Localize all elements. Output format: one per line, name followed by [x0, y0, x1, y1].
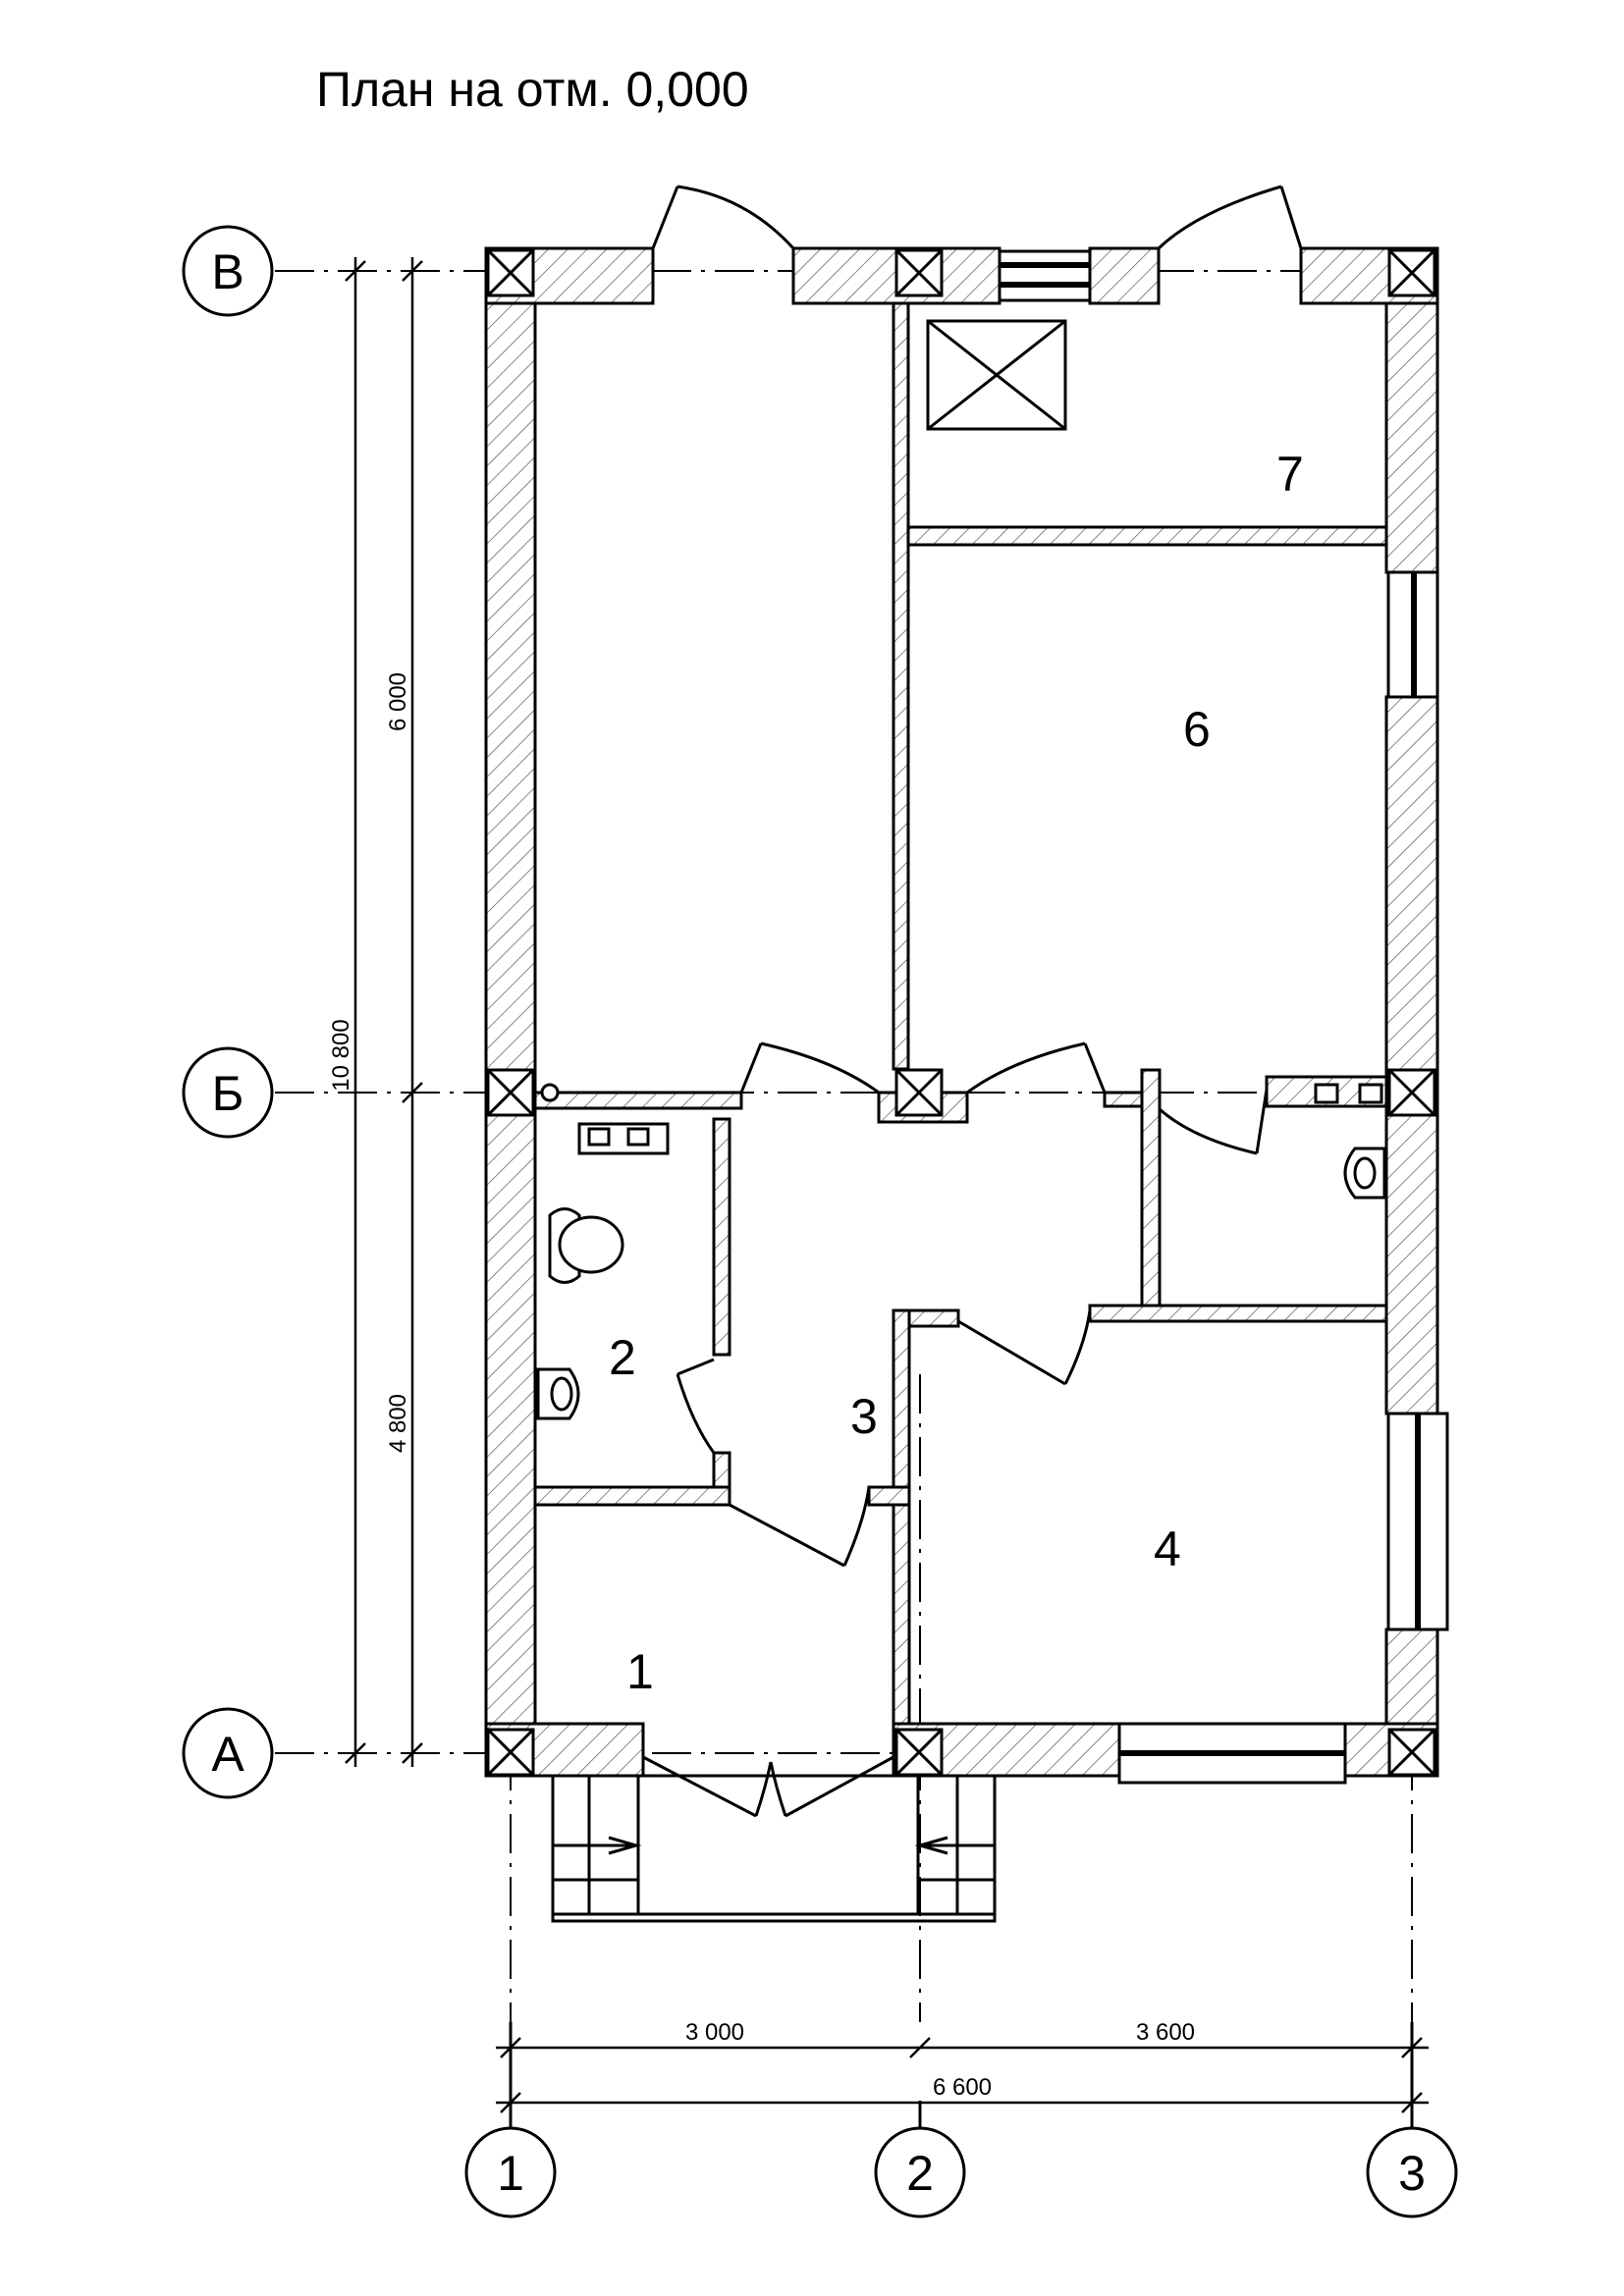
- axis-label-v: В: [211, 244, 244, 299]
- room-label-7: 7: [1276, 447, 1304, 502]
- door-room-1: [729, 1486, 871, 1568]
- door-top-left: [651, 185, 795, 250]
- dimension-lines: [345, 257, 1429, 2113]
- ventilation-shaft: [926, 319, 1067, 431]
- door-room-4: [957, 1309, 1092, 1386]
- room-label-2: 2: [609, 1330, 636, 1385]
- fixtures: [536, 319, 1386, 1420]
- axis-markers: [182, 225, 1458, 2218]
- window-right-lower: [1386, 1412, 1449, 1631]
- column-b3: [1387, 1068, 1436, 1117]
- riser-icon: [540, 1083, 560, 1102]
- door-room-2: [676, 1358, 716, 1454]
- windows: [998, 249, 1449, 1785]
- window-bottom: [1117, 1722, 1347, 1785]
- door-b-left: [739, 1041, 880, 1095]
- window-top: [998, 249, 1092, 302]
- door-top-right: [1157, 185, 1303, 250]
- axis-label-b: Б: [212, 1066, 244, 1121]
- column-v1: [486, 248, 535, 297]
- column-a1: [486, 1728, 535, 1777]
- dim-left-lower: 4 800: [385, 1394, 411, 1453]
- interior-walls: [533, 301, 1388, 1726]
- window-right-upper: [1386, 570, 1439, 699]
- door-bath-right: [1159, 1089, 1269, 1155]
- column-v3: [1387, 248, 1436, 297]
- column-b2: [894, 1068, 944, 1117]
- porch: [551, 1774, 997, 1923]
- room-label-1: 1: [626, 1644, 654, 1699]
- column-a2: [894, 1728, 944, 1777]
- room-label-4: 4: [1154, 1522, 1181, 1576]
- column-b1: [486, 1068, 535, 1117]
- plan-title: План на отм. 0,000: [316, 62, 749, 117]
- room-labels: 7 6 2 3 4 1: [609, 447, 1304, 1699]
- door-entrance: [642, 1755, 894, 1818]
- column-a3: [1387, 1728, 1436, 1777]
- doors: [642, 185, 1303, 1818]
- door-b-right: [966, 1041, 1107, 1095]
- axis-label-1: 1: [497, 2146, 524, 2201]
- boiler-icon: [1314, 1083, 1383, 1104]
- axis-label-3: 3: [1398, 2146, 1426, 2201]
- washbasin-icon: [536, 1367, 580, 1420]
- room-label-6: 6: [1183, 702, 1211, 757]
- dim-bottom-total: 6 600: [933, 2074, 992, 2101]
- washbasin-right-icon: [1343, 1147, 1386, 1200]
- room-label-3: 3: [850, 1389, 878, 1444]
- axis-label-a: А: [211, 1727, 244, 1782]
- toilet-icon: [548, 1207, 624, 1284]
- column-v2: [894, 248, 944, 297]
- dim-bottom-left: 3 000: [685, 2019, 744, 2046]
- axis-label-2: 2: [906, 2146, 934, 2201]
- dim-left-upper: 6 000: [385, 672, 411, 731]
- dim-bottom-right: 3 600: [1136, 2019, 1195, 2046]
- dim-left-total: 10 800: [328, 1019, 354, 1091]
- columns: [486, 248, 1436, 1777]
- sink-counter-icon: [577, 1122, 670, 1155]
